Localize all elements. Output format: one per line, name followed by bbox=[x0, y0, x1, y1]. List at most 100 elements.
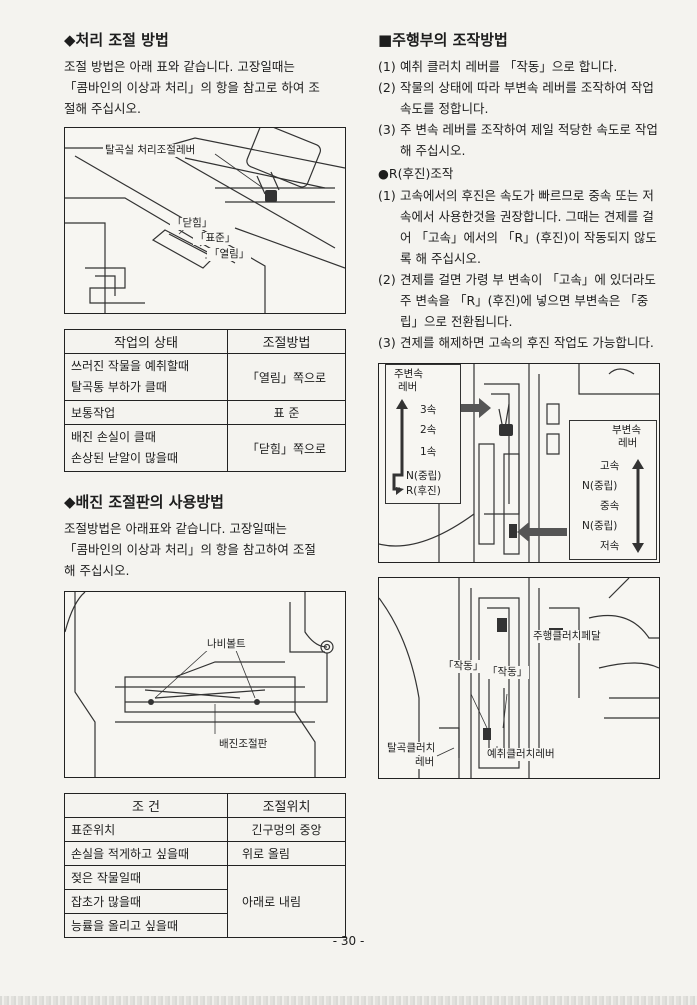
state-line: 손상된 낟알이 많을때 bbox=[71, 451, 178, 465]
step-number: (1) bbox=[378, 59, 396, 74]
sub-shift-mid: 중속 bbox=[600, 500, 620, 512]
left-column: ◆처리 조절 방법 조절 방법은 아래 표와 같습니다. 고장일때는 「콤바인의… bbox=[64, 30, 346, 938]
standard-position-label: 「표준」 bbox=[193, 232, 238, 245]
reverse-operation-heading: ●R(후진)조작 bbox=[378, 166, 454, 181]
table-row: 배진 손실이 클때 손상된 낟알이 많을때 「닫힘」쪽으로 bbox=[64, 424, 346, 472]
table-row: 쓰러진 작물을 예취할때 탈곡통 부하가 클때 「열림」쪽으로 bbox=[64, 353, 346, 401]
sub-shift-high: 고속 bbox=[600, 460, 620, 472]
table-cell-method: 표 준 bbox=[227, 400, 346, 425]
shift-lever-figure: 주변속 레버 3속 2속 1속 N(중립) R(후진) 부변속 레버 bbox=[378, 363, 660, 563]
step-text: 견제를 해제하면 고속의 후진 작업도 가능합니다. bbox=[400, 335, 654, 350]
wing-bolt-label: 나비볼트 bbox=[205, 638, 248, 651]
step-number: (3) bbox=[378, 122, 396, 137]
reverse-step-3: (3) 견제를 해제하면 고속의 후진 작업도 가능합니다. bbox=[378, 332, 660, 353]
table-cell-condition: 표준위치 bbox=[64, 817, 228, 842]
sub-shift-title-2: 레버 bbox=[618, 437, 638, 449]
table-cell-state: 쓰러진 작물을 예취할때 탈곡통 부하가 클때 bbox=[64, 353, 228, 401]
main-shift-2nd: 2속 bbox=[420, 424, 437, 436]
reverse-step-1: (1) 고속에서의 후진은 속도가 빠르므로 중속 또는 저속에서 사용한것을 권… bbox=[378, 185, 660, 269]
table-header-row: 작업의 상태 조절방법 bbox=[64, 329, 346, 354]
dust-plate-figure: 나비볼트 배진조절판 bbox=[64, 591, 346, 778]
travel-step-1: (1) 예취 클러치 레버를 「작동」으로 합니다. bbox=[378, 56, 660, 77]
threshing-adjust-body-1: 조절 방법은 아래 표와 같습니다. 고장일때는 bbox=[64, 59, 295, 74]
right-column: ■주행부의 조작방법 (1) 예취 클러치 레버를 「작동」으로 합니다. (2)… bbox=[378, 30, 660, 779]
dust-plate-body-3: 해 주십시오. bbox=[64, 563, 130, 578]
close-position-label: 「닫힘」 bbox=[170, 217, 215, 230]
table-header-row: 조 건 조절위치 bbox=[64, 793, 346, 818]
scan-edge-decoration bbox=[0, 996, 697, 1005]
threshing-adjust-body-3: 절해 주십시오. bbox=[64, 101, 141, 116]
sub-shift-low: 저속 bbox=[600, 540, 620, 552]
threshing-lever-illustration bbox=[65, 128, 345, 313]
table-cell-condition: 손실을 적게하고 싶을때 bbox=[64, 841, 228, 866]
table-row: 능률을 올리고 싶을때 bbox=[64, 913, 346, 938]
dust-plate-label: 배진조절판 bbox=[217, 738, 270, 751]
travel-step-2: (2)작물의 상태에 따라 부변속 레버를 조작하여 작업속도를 정합니다. bbox=[378, 77, 660, 119]
open-position-label: 「열림」 bbox=[207, 248, 252, 261]
threshing-adjust-heading: ◆처리 조절 방법 bbox=[64, 31, 169, 49]
clutch-lever-figure: 주행클러치페달 「작동」 「작동」 탈곡클러치 레버 예취클러치레버 bbox=[378, 577, 660, 779]
shift-lever-illustration bbox=[379, 364, 659, 562]
table-cell-state: 보통작업 bbox=[64, 400, 228, 425]
page-number: - 30 - bbox=[332, 934, 365, 948]
header-adjust-position: 조절위치 bbox=[227, 793, 346, 818]
step-text: 견제를 걸면 가령 부 변속이 「고속」에 있더라도 주 변속을 「R」(후진)… bbox=[400, 272, 656, 329]
header-adjust-method: 조절방법 bbox=[227, 329, 346, 354]
step-text: 주 변속 레버를 조작하여 제일 적당한 속도로 작업해 주십시오. bbox=[400, 122, 658, 158]
table-cell-condition: 잡초가 많을때 bbox=[64, 889, 228, 914]
main-shift-3rd: 3속 bbox=[420, 404, 437, 416]
travel-clutch-pedal-label: 주행클러치페달 bbox=[531, 630, 603, 643]
reverse-step-2: (2) 견제를 걸면 가령 부 변속이 「고속」에 있더라도 주 변속을 「R」(… bbox=[378, 269, 660, 332]
dust-plate-illustration bbox=[65, 592, 334, 777]
reaping-clutch-lever-label: 예취클러치레버 bbox=[485, 748, 557, 761]
threshing-clutch-label-1: 탈곡클러치 bbox=[385, 742, 438, 755]
table-row: 손실을 적게하고 싶을때 위로 올림 bbox=[64, 841, 346, 866]
dust-plate-heading: ◆배진 조절판의 사용방법 bbox=[64, 493, 224, 511]
table-cell-position: 긴구멍의 중앙 bbox=[227, 817, 346, 842]
state-line: 쓰러진 작물을 예취할때 bbox=[71, 359, 190, 373]
sub-shift-neutral-1: N(중립) bbox=[582, 480, 618, 492]
travel-operation-heading: ■주행부의 조작방법 bbox=[378, 31, 508, 49]
operate-label-1: 「작동」 bbox=[441, 660, 486, 673]
step-text: 고속에서의 후진은 속도가 빠르므로 중속 또는 저속에서 사용한것을 권장합니… bbox=[400, 188, 657, 266]
threshing-clutch-label-2: 레버 bbox=[413, 756, 437, 769]
table-cell-method: 「닫힘」쪽으로 bbox=[227, 424, 346, 472]
step-text: 예취 클러치 레버를 「작동」으로 합니다. bbox=[400, 59, 618, 74]
sub-shift-neutral-2: N(중립) bbox=[582, 520, 618, 532]
step-number: (2) bbox=[378, 80, 396, 95]
dust-plate-table: 조 건 조절위치 표준위치 긴구멍의 중앙 손실을 적게하고 싶을때 위로 올림… bbox=[64, 793, 346, 938]
threshing-adjust-body-2: 「콤바인의 이상과 처리」의 항을 참고로 하여 조 bbox=[64, 80, 320, 95]
main-shift-legend: 주변속 레버 3속 2속 1속 N(중립) R(후진) bbox=[385, 364, 461, 504]
table-cell-position: 위로 올림 bbox=[227, 841, 346, 866]
threshing-lever-figure: 탈곡실 처리조절레버 「닫힘」 「표준」 「열림」 bbox=[64, 127, 346, 314]
main-shift-neutral: N(중립) bbox=[406, 470, 442, 482]
threshing-adjust-table: 작업의 상태 조절방법 쓰러진 작물을 예취할때 탈곡통 부하가 클때 「열림」… bbox=[64, 329, 346, 472]
dust-plate-body-1: 조절방법은 아래표와 같습니다. 고장일때는 bbox=[64, 521, 287, 536]
table-cell-state: 배진 손실이 클때 손상된 낟알이 많을때 bbox=[64, 424, 228, 472]
dust-plate-body-2: 「콤바인의 이상과 처리」의 항을 참고하여 조절 bbox=[64, 542, 316, 557]
main-shift-1st: 1속 bbox=[420, 446, 437, 458]
step-number: (3) bbox=[378, 335, 396, 350]
main-shift-arrow bbox=[392, 399, 408, 495]
travel-step-3: (3) 주 변속 레버를 조작하여 제일 적당한 속도로 작업해 주십시오. bbox=[378, 119, 660, 161]
main-shift-title-2: 레버 bbox=[398, 381, 418, 393]
table-row: 잡초가 많을때 bbox=[64, 889, 346, 914]
state-line: 탈곡통 부하가 클때 bbox=[71, 380, 167, 394]
operate-label-2: 「작동」 bbox=[485, 666, 530, 679]
table-cell-method: 「열림」쪽으로 bbox=[227, 353, 346, 401]
sub-shift-legend: 부변속 레버 고속 N(중립) 중속 N(중립) 저속 bbox=[569, 420, 657, 560]
main-shift-title-1: 주변속 bbox=[394, 368, 423, 380]
header-work-state: 작업의 상태 bbox=[64, 329, 228, 354]
table-cell-condition: 능률을 올리고 싶을때 bbox=[64, 913, 228, 938]
table-row: 보통작업 표 준 bbox=[64, 400, 346, 425]
step-number: (1) bbox=[378, 188, 396, 203]
table-cell-position: 아래로 내림 bbox=[227, 865, 346, 938]
sub-shift-title-1: 부변속 bbox=[612, 424, 641, 436]
header-condition: 조 건 bbox=[64, 793, 228, 818]
table-cell-condition: 젖은 작물일때 bbox=[64, 865, 228, 890]
step-number: (2) bbox=[378, 272, 396, 287]
sub-shift-arrow bbox=[632, 459, 644, 553]
table-row: 젖은 작물일때 아래로 내림 bbox=[64, 865, 346, 938]
state-line: 배진 손실이 클때 bbox=[71, 430, 156, 444]
